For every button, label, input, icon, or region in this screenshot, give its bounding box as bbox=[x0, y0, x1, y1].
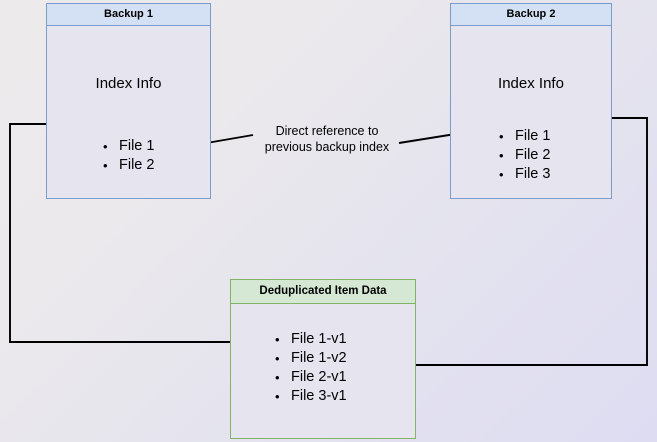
list-item: File 2 bbox=[499, 146, 550, 165]
node-deduplicated-item-data[interactable]: Deduplicated Item Data File 1-v1 File 1-… bbox=[230, 279, 416, 439]
node-backup-2-header: Backup 2 bbox=[451, 4, 611, 26]
node-backup-1-index-info-label: Index Info bbox=[95, 75, 162, 92]
list-item: File 3 bbox=[499, 165, 550, 184]
list-item: File 1 bbox=[499, 127, 550, 146]
node-backup-1-header: Backup 1 bbox=[47, 4, 210, 26]
list-item: File 2-v1 bbox=[275, 368, 347, 387]
list-item: File 1-v1 bbox=[275, 330, 347, 349]
node-backup-1[interactable]: Backup 1 Index Info File 1 File 2 bbox=[46, 3, 211, 199]
edge-label-direct-reference: Direct reference to previous backup inde… bbox=[264, 124, 390, 154]
list-item: File 2 bbox=[103, 156, 154, 175]
node-backup-2-file-list: File 1 File 2 File 3 bbox=[499, 127, 550, 184]
node-backup-1-body: Index Info File 1 File 2 bbox=[47, 26, 210, 198]
node-deduplicated-item-data-body: File 1-v1 File 1-v2 File 2-v1 File 3-v1 bbox=[231, 304, 415, 438]
list-item: File 1 bbox=[103, 137, 154, 156]
node-backup-2[interactable]: Backup 2 Index Info File 1 File 2 File 3 bbox=[450, 3, 612, 199]
list-item: File 3-v1 bbox=[275, 387, 347, 406]
node-backup-1-file-list: File 1 File 2 bbox=[103, 137, 154, 175]
list-item: File 1-v2 bbox=[275, 349, 347, 368]
node-deduplicated-item-data-file-list: File 1-v1 File 1-v2 File 2-v1 File 3-v1 bbox=[275, 330, 347, 406]
node-backup-2-body: Index Info File 1 File 2 File 3 bbox=[451, 26, 611, 198]
node-backup-2-index-info-label: Index Info bbox=[498, 75, 564, 92]
node-deduplicated-item-data-header: Deduplicated Item Data bbox=[231, 280, 415, 304]
